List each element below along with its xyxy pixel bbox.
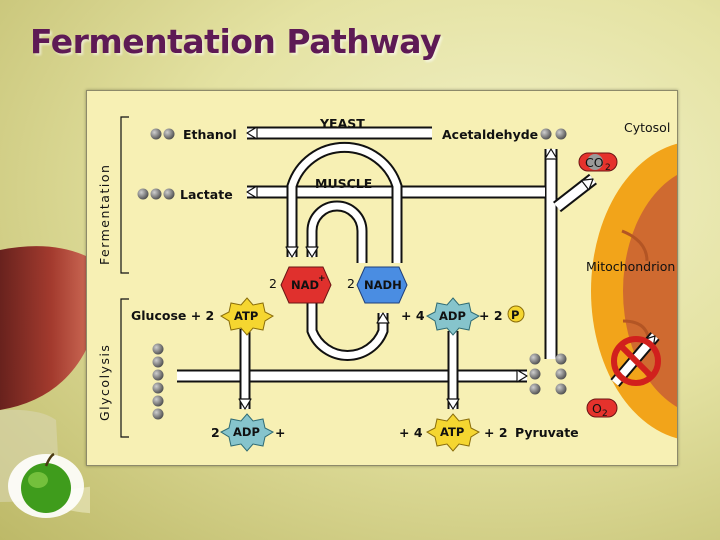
atp-star-input: ATP [219,297,275,336]
plus-two-pyruvate: + 2 [484,425,508,440]
adp-output-text: ADP [233,425,260,439]
muscle-label: MUSCLE [315,176,372,191]
fermentation-section-label: Fermentation [97,164,112,265]
o2-badge: O 2 [586,398,618,419]
yeast-label: YEAST [319,116,365,131]
lactate-label: Lactate [180,187,233,202]
apple-image [8,452,84,518]
o2-subscript: 2 [602,409,608,419]
co2-badge: CO 2 [578,152,618,173]
nadh-hexagon: NADH [356,266,408,304]
two-bottom: 2 [211,425,220,440]
pyruvate-label: Pyruvate [515,425,579,440]
atp-input-text: ATP [234,309,258,323]
adp-star-output: ADP [219,413,275,452]
slide-title: Fermentation Pathway [30,22,442,61]
adp-star-top: ADP [425,297,481,336]
cytosol-label: Cytosol [624,120,670,135]
lactate-bead-chain [137,188,175,200]
plus-bottom: + [275,425,285,440]
ethanol-label: Ethanol [183,127,237,142]
o2-text: O [592,401,602,416]
atp-star-output: ATP [425,413,481,452]
no-entry-icon [610,332,661,387]
phosphate-badge: P [507,305,525,323]
glycolysis-section-label: Glycolysis [97,344,112,421]
plus-four-top: + 4 [401,308,425,323]
pathway-arrows [177,126,597,410]
plus-two-top: + 2 [479,308,503,323]
nadh-coefficient: 2 [347,276,355,291]
co2-subscript: 2 [605,163,611,173]
plus-four-bottom: + 4 [399,425,423,440]
glycolysis-bracket [120,298,129,438]
fermentation-bracket [120,116,129,274]
nadh-text: NADH [364,278,402,292]
pyruvate-bead-chain [529,353,567,395]
nad-coefficient: 2 [269,276,277,291]
nad-superscript: + [318,274,326,284]
adp-top-text: ADP [439,309,466,323]
acetaldehyde-bead-chain [540,128,567,140]
glucose-expression: Glucose + 2 [131,308,214,323]
fermentation-pathway-diagram: Cytosol Mitochondrion Fermentation Glyco… [86,90,678,466]
phosphate-text: P [511,308,519,322]
acetaldehyde-label: Acetaldehyde [442,127,538,142]
nad-text: NAD [291,278,319,292]
ethanol-bead-chain [150,128,175,140]
nad-hexagon: NAD + [280,266,332,304]
glucose-bead-chain [152,343,164,420]
co2-text: CO [585,155,604,170]
mitochondrion-label: Mitochondrion [586,259,675,274]
atp-output-text: ATP [440,425,464,439]
